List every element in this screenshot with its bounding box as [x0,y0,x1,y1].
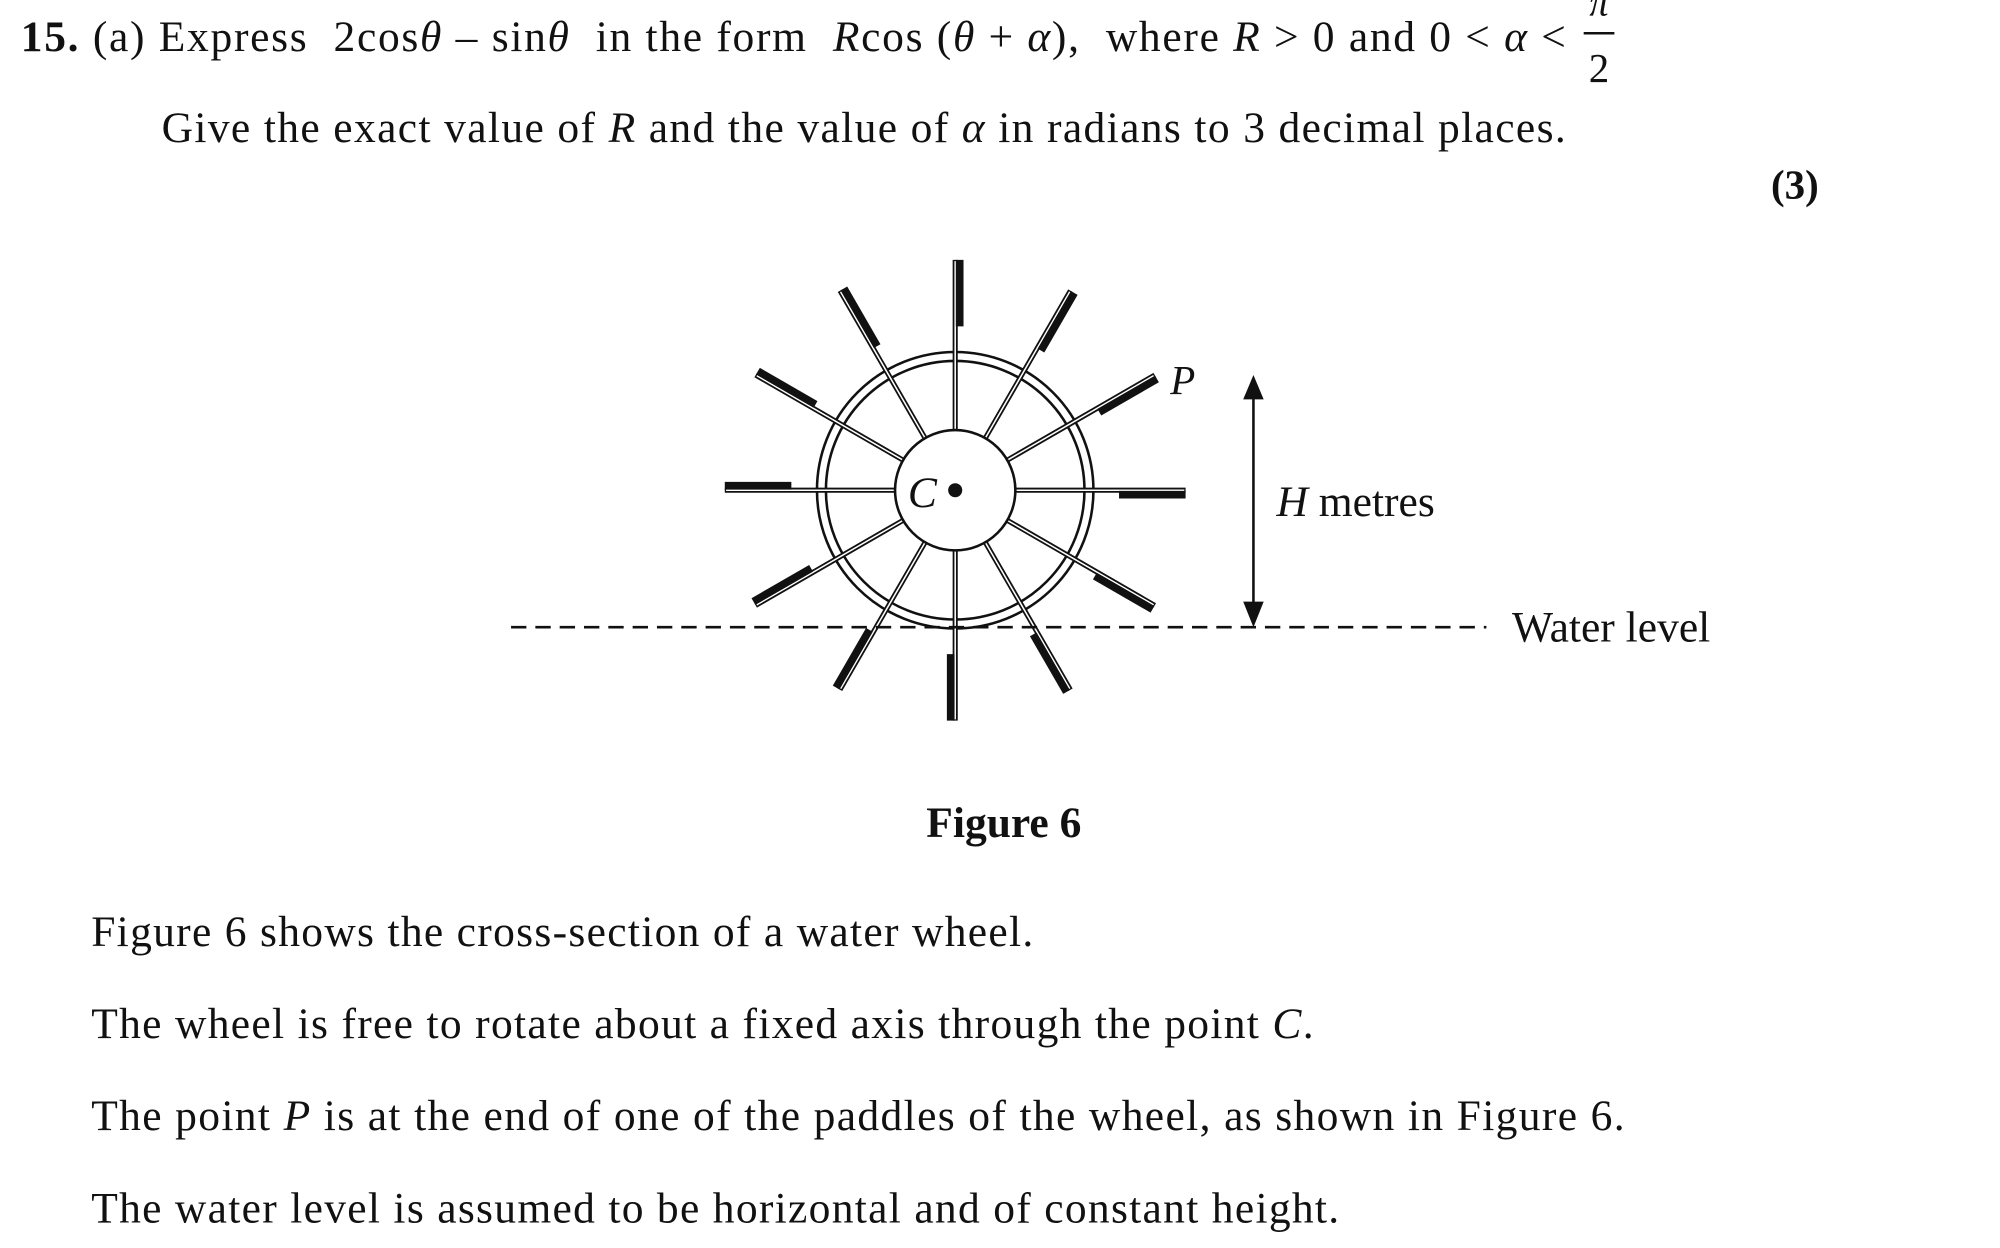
spoke-highlight [983,291,1071,441]
text-segment: The point [91,1092,282,1140]
text-segment: ), where [1052,13,1232,61]
arrow-up-icon [1243,375,1264,400]
text-segment: The water level is assumed to be horizon… [91,1184,1339,1232]
text-segment: > 0 and 0 < [1261,13,1502,61]
height-arrow [1243,375,1264,628]
text-segment: 15. [21,13,79,61]
paddle [1097,375,1159,416]
paddle [832,627,873,690]
spoke-highlight [839,291,928,441]
paragraph-3: The point P is at the end of one of the … [91,1092,1624,1140]
text-segment: θ [953,13,974,61]
paddle [840,286,881,349]
text-segment: – sin [443,13,546,61]
height-unit: metres [1308,478,1435,526]
spoke-highlight [1004,375,1155,463]
figure-caption: Figure 6 [926,799,1081,847]
arrow-down-icon [1243,601,1264,628]
text-segment: α [962,104,986,152]
paragraph-2: The wheel is free to rotate about a fixe… [91,1000,1313,1048]
paddle [1092,572,1155,613]
text-segment: < [1529,13,1566,61]
question-line-2: Give the exact value of R and the value … [162,104,1566,152]
height-label: H metres [1275,478,1434,526]
text-segment: α [1027,13,1051,61]
question-line-1: 15. (a) Express 2cosθ – sinθ in the form… [21,13,1566,61]
text-segment: and the value of [637,104,961,152]
spoke-highlight [756,375,906,463]
centre-point [948,483,963,498]
text-segment: Give the exact value of [162,104,608,152]
spoke-highlight [756,518,906,606]
text-segment: Figure 6 shows the cross-section of a wa… [91,908,1033,956]
spoke-highlight [1004,518,1155,606]
spoke-highlight [839,539,928,690]
water-level-label: Water level [1512,603,1710,651]
water-wheel-diagram: C [724,259,1186,721]
text-segment: θ [420,13,441,61]
text-segment: in the form [571,13,832,61]
text-segment: is at the end of one of the paddles of t… [312,1092,1625,1140]
text-segment: α [1504,13,1528,61]
fraction-numerator: π [1589,0,1610,24]
paddle [755,367,818,408]
height-variable: H [1275,478,1310,526]
text-segment: θ [548,13,569,61]
paddle [1037,291,1078,353]
text-segment: in radians to 3 decimal places. [986,104,1566,152]
text-segment: (a) Express 2cos [80,13,418,61]
text-segment: . [1303,1000,1314,1048]
marks-label: (3) [1771,161,1819,207]
paddle [751,564,813,605]
text-segment: The wheel is free to rotate about a fixe… [91,1000,1271,1048]
text-segment: R [1232,13,1260,61]
text-segment: R [832,13,860,61]
centre-c-label: C [908,469,938,517]
text-segment: P [283,1092,311,1140]
spoke-highlight [983,539,1071,690]
text-segment: R [608,104,636,152]
point-p-label: P [1169,357,1195,403]
paragraph-4: The water level is assumed to be horizon… [91,1184,1339,1232]
paragraph-1: Figure 6 shows the cross-section of a wa… [91,908,1033,956]
text-segment: C [1272,1000,1302,1048]
text-segment: cos ( [861,13,951,61]
fraction-denominator: 2 [1589,45,1609,91]
paddle [1029,632,1070,694]
text-segment: + [976,13,1026,61]
